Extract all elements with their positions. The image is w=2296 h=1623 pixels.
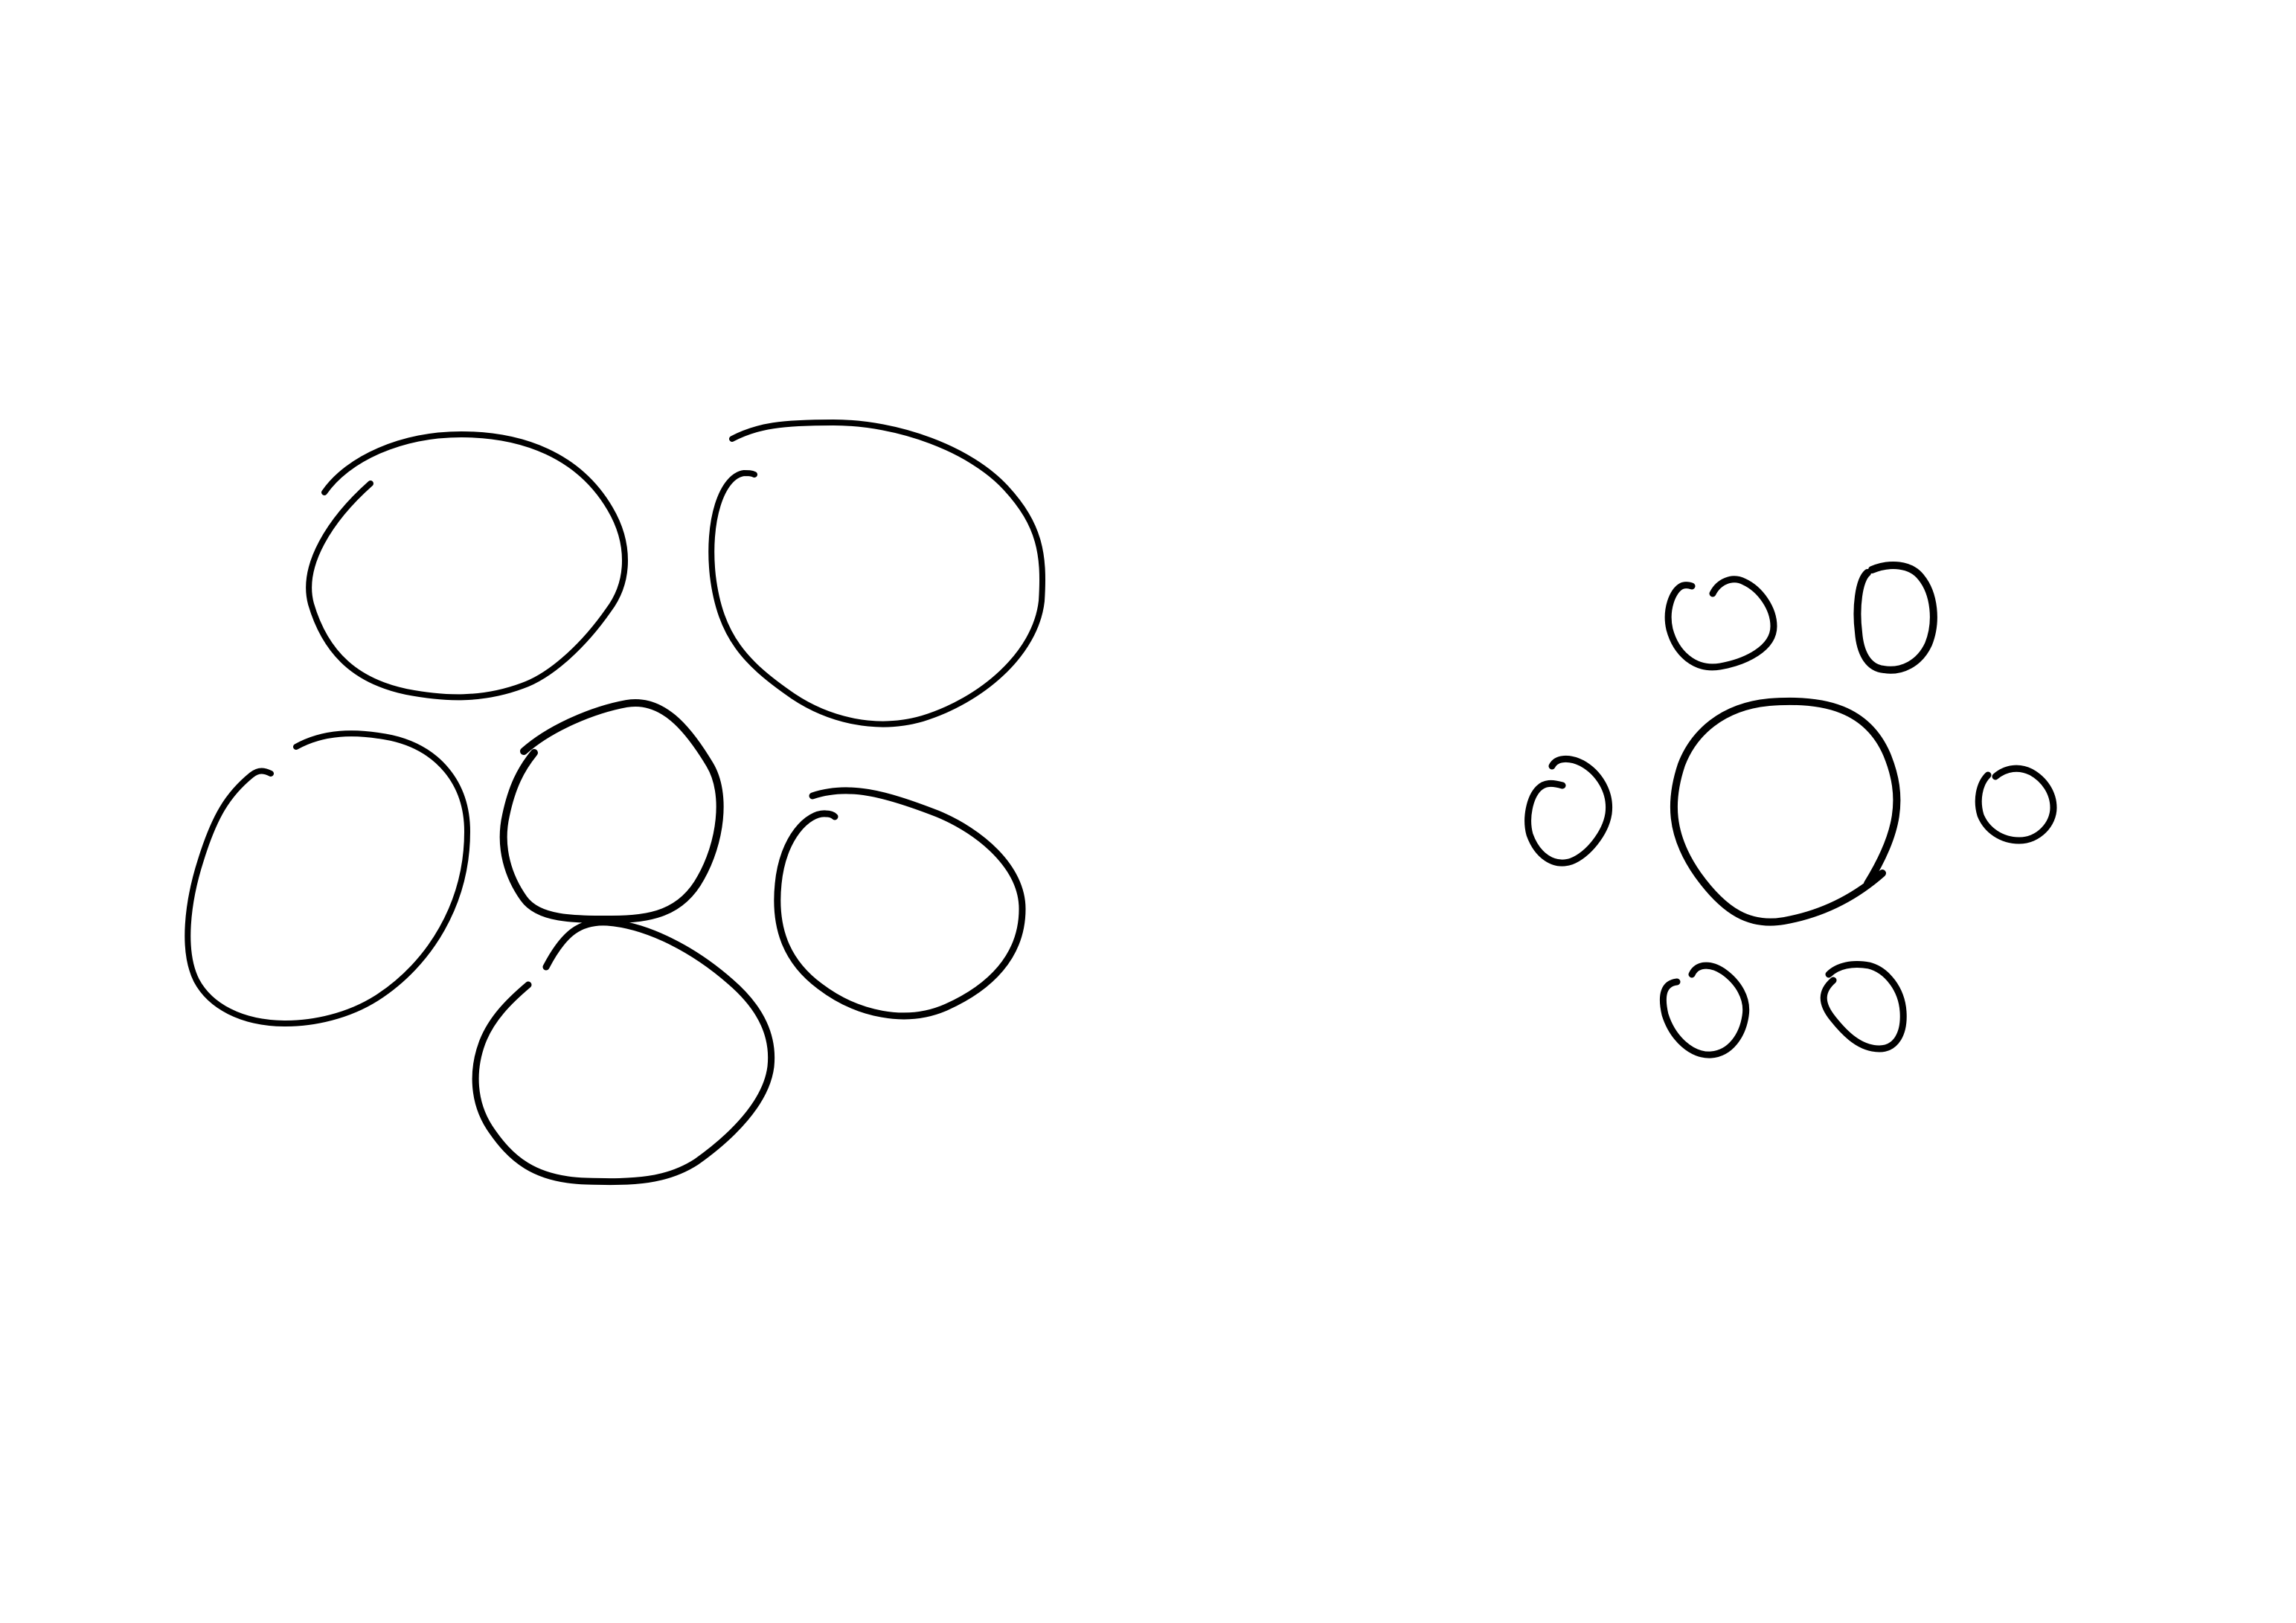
small-circle-cluster [1524,562,2057,1058]
hand-drawn-circle-top-right [708,420,1046,727]
hand-drawn-small-circle-bottom-left [1659,962,1750,1058]
hand-drawn-circle-top-left [306,431,628,701]
hand-drawn-small-circle-top-left [1664,576,1777,671]
hand-drawn-circle-center [499,698,724,923]
hand-drawn-circle-middle-right [774,787,1026,1020]
hand-drawn-small-circle-bottom-right [1820,961,1907,1052]
hand-drawn-small-circle-top-right [1853,562,1937,674]
large-circle-cluster [185,420,1046,1186]
hand-drawn-circle-bottom [472,919,775,1186]
hand-drawn-center-circle [1670,697,1901,926]
hand-drawn-small-circle-left [1524,756,1613,867]
hand-drawn-small-circle-right [1975,765,2057,844]
hand-drawn-circle-middle-left [185,730,470,1026]
